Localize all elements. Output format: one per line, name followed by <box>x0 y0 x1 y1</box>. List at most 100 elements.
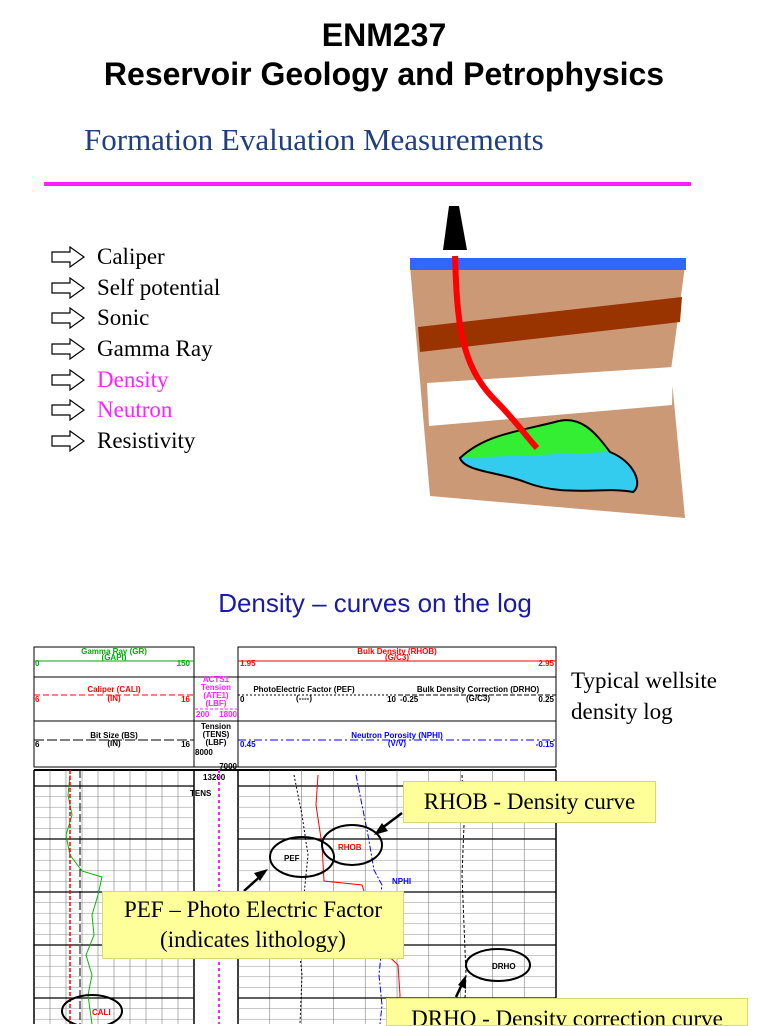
rhob-callout: RHOB - Density curve <box>403 781 656 823</box>
measurement-label: Neutron <box>97 397 173 423</box>
log-caption: Typical wellsite density log <box>571 665 717 727</box>
arrow-bullet-icon <box>51 368 86 391</box>
drho-unit: (G/C3) <box>466 694 490 703</box>
measurement-label: Caliper <box>97 244 165 270</box>
measurement-item: Self potential <box>50 273 220 304</box>
pef-callout: PEF – Photo Electric Factor (indicates l… <box>102 891 404 959</box>
pef-ellipse <box>269 836 335 878</box>
shale-layer <box>418 297 682 352</box>
cali-name: Caliper (CALI) <box>87 685 141 694</box>
course-code: ENM237 <box>321 17 447 53</box>
tens-max: 7000 <box>219 762 237 771</box>
drho-curve-label: DRHO <box>492 962 516 971</box>
tens-l2: (TENS) <box>203 730 230 739</box>
tens-l1: Tension <box>201 722 231 731</box>
pef-callout-line2: (indicates lithology) <box>160 927 346 952</box>
gr-curve <box>65 774 103 1024</box>
reservoir-oil-zone <box>460 420 610 462</box>
bs-unit: (IN) <box>107 739 121 748</box>
bs-name: Bit Size (BS) <box>90 731 138 740</box>
arrow-bullet-icon <box>51 307 86 330</box>
measurement-label: Resistivity <box>97 427 196 453</box>
log-header-right: Bulk Density (RHOB) (G/C3) 1.95 2.95 Pho… <box>237 646 557 768</box>
arrow-bullet-icon <box>51 429 86 452</box>
cali-unit: (IN) <box>107 694 121 703</box>
gr-min: 0 <box>35 659 40 668</box>
tens-min: 8000 <box>195 748 213 757</box>
arrow-bullet-icon <box>51 399 86 422</box>
nphi-unit: (V/V) <box>388 739 407 748</box>
density-log: Gamma Ray (GR) (GAPI) 0 150 Caliper (CAL… <box>33 646 557 1024</box>
rhob-unit: (G/C3) <box>385 653 409 662</box>
cali-ellipse <box>61 994 123 1024</box>
measurement-item: Sonic <box>50 303 220 334</box>
gr-unit: (GAPI) <box>102 653 127 662</box>
reservoir-outline <box>458 419 639 494</box>
ate1-l2: Tension <box>201 683 231 692</box>
derrick-icon <box>443 206 467 250</box>
nphi-name: Neutron Porosity (NPHI) <box>351 731 443 740</box>
tens-curve-label: TENS <box>190 789 212 798</box>
ate1-min: 200 <box>196 710 210 719</box>
rhob-curve-label: RHOB <box>338 843 362 852</box>
rhob-max: 2.95 <box>538 659 554 668</box>
slide-title: Formation Evaluation Measurements <box>84 122 544 157</box>
pef-max: 10 <box>387 695 396 704</box>
log-caption-line2: density log <box>571 699 673 724</box>
callout-arrows <box>243 812 466 998</box>
measurement-item: Density <box>50 364 220 395</box>
drho-name: Bulk Density Correction (DRHO) <box>417 685 540 694</box>
measurement-label: Gamma Ray <box>97 336 213 362</box>
rhob-name: Bulk Density (RHOB) <box>357 647 437 656</box>
title-divider <box>44 182 691 186</box>
pef-unit: (----) <box>296 694 312 703</box>
rhob-ellipse <box>321 824 383 866</box>
ate1-l3: (ATE1) <box>203 691 229 700</box>
arrow-bullet-icon <box>51 276 86 299</box>
drho-min: -0.25 <box>400 695 419 704</box>
cali-min: 6 <box>35 695 40 704</box>
ate1-l1: ACTS1 <box>203 675 230 684</box>
ate1-l4: (LBF) <box>206 699 227 708</box>
log-header-left: Gamma Ray (GR) (GAPI) 0 150 Caliper (CAL… <box>33 646 195 768</box>
log-caption-line1: Typical wellsite <box>571 668 717 693</box>
pef-name: PhotoElectric Factor (PEF) <box>253 685 355 694</box>
bs-max: 16 <box>181 740 190 749</box>
cali-curve-label: CALI <box>92 1008 111 1017</box>
measurement-item: Caliper <box>50 242 220 273</box>
measurement-item: Resistivity <box>50 426 220 457</box>
measurement-item: Gamma Ray <box>50 334 220 365</box>
well-path <box>452 255 540 451</box>
sand-layer <box>427 367 673 426</box>
gr-max: 150 <box>177 659 191 668</box>
tens-l3: (LBF) <box>206 738 227 747</box>
ate1-max: 1800 <box>219 710 237 719</box>
pef-min: 0 <box>240 695 245 704</box>
arrow-bullet-icon <box>51 246 86 269</box>
pef-callout-line1: PEF – Photo Electric Factor <box>123 897 383 922</box>
gr-name: Gamma Ray (GR) <box>81 647 147 656</box>
nphi-min: 0.45 <box>240 740 256 749</box>
pef-curve-label: PEF <box>284 854 300 863</box>
measurement-label: Self potential <box>97 274 221 300</box>
reservoir-water-zone <box>460 452 638 492</box>
depth-label: 13200 <box>203 773 226 782</box>
bs-min: 6 <box>35 740 40 749</box>
drho-max: 0.25 <box>538 695 554 704</box>
rhob-min: 1.95 <box>240 659 256 668</box>
arrow-bullet-icon <box>51 338 86 361</box>
measurement-label: Density <box>97 366 169 392</box>
nphi-max: -0.15 <box>536 740 555 749</box>
course-title: Reservoir Geology and Petrophysics <box>103 56 665 92</box>
cali-max: 16 <box>181 695 190 704</box>
wellbore-diagram <box>410 206 686 518</box>
section-heading: Density – curves on the log <box>218 588 532 618</box>
log-header-middle: ACTS1 Tension (ATE1) (LBF) 200 1800 Tens… <box>193 675 239 771</box>
nphi-curve-label: NPHI <box>392 877 411 886</box>
drho-callout: DRHO - Density correction curve <box>386 998 748 1026</box>
ground-surface <box>410 258 686 270</box>
measurement-label: Sonic <box>97 305 150 331</box>
drho-ellipse <box>465 948 531 982</box>
measurement-item: Neutron <box>50 395 220 426</box>
